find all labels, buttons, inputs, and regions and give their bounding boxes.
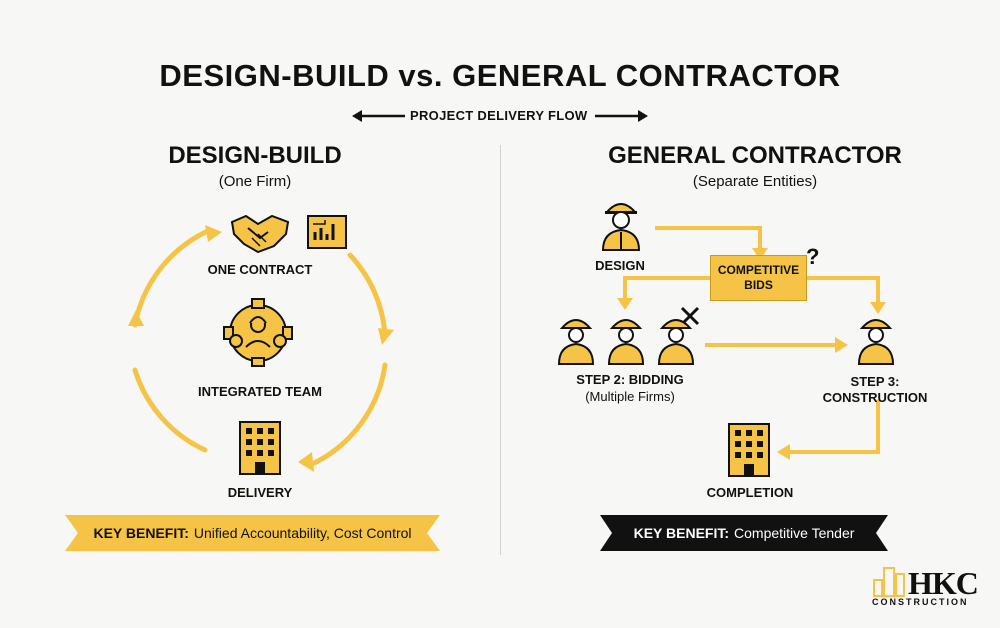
design-label: DESIGN <box>595 258 645 273</box>
integrated-team-gear-icon <box>223 298 293 367</box>
general-contractor-subheading: (Separate Entities) <box>692 173 818 190</box>
page-title: DESIGN-BUILD vs. GENERAL CONTRACTOR <box>159 58 841 93</box>
construction-worker-icon <box>857 319 895 365</box>
design-build-heading: DESIGN-BUILD <box>168 142 342 169</box>
benefit-key-label-right: KEY BENEFIT: <box>633 525 730 541</box>
double-arrow-icon <box>352 110 648 122</box>
bids-line-1: COMPETITIVE <box>717 263 800 277</box>
integrated-team-label: INTEGRATED TEAM <box>198 384 322 399</box>
building-icon <box>239 421 281 475</box>
step3-label-line2: CONSTRUCTION <box>822 390 928 405</box>
competitive-bids-box: COMPETITIVE BIDS <box>710 255 807 301</box>
bidder-workers-icon <box>557 319 695 365</box>
logo-skyline-icon <box>873 567 905 597</box>
step3-label-line1: STEP 3: <box>850 374 900 389</box>
blueprint-icon <box>307 215 347 249</box>
benefit-text: Unified Accountability, Cost Control <box>193 525 412 541</box>
cycle-arrows <box>128 225 394 472</box>
bids-line-2: BIDS <box>744 278 773 292</box>
completion-label: COMPLETION <box>706 485 794 500</box>
key-benefit-banner-right: KEY BENEFIT: Competitive Tender <box>600 515 888 551</box>
logo-tagline: CONSTRUCTION <box>872 597 969 607</box>
step2-sublabel: (Multiple Firms) <box>585 389 675 404</box>
logo-name: HKC <box>908 565 979 601</box>
section-divider <box>500 145 501 555</box>
step2-label: STEP 2: BIDDING <box>576 372 684 387</box>
general-contractor-heading: GENERAL CONTRACTOR <box>608 142 902 169</box>
design-build-subheading: (One Firm) <box>218 173 292 190</box>
one-contract-label: ONE CONTRACT <box>207 262 313 277</box>
handshake-icon <box>230 214 290 254</box>
designer-worker-icon <box>601 203 641 251</box>
flow-arrows <box>617 226 886 460</box>
question-mark-icon: ? <box>806 244 820 269</box>
completion-building-icon <box>728 423 770 477</box>
benefit-text-right: Competitive Tender <box>734 525 855 541</box>
flow-subtitle: PROJECT DELIVERY FLOW <box>410 108 588 123</box>
delivery-label: DELIVERY <box>227 485 293 500</box>
key-benefit-banner-left: KEY BENEFIT: Unified Accountability, Cos… <box>65 515 440 551</box>
benefit-key-label: KEY BENEFIT: <box>93 525 189 541</box>
